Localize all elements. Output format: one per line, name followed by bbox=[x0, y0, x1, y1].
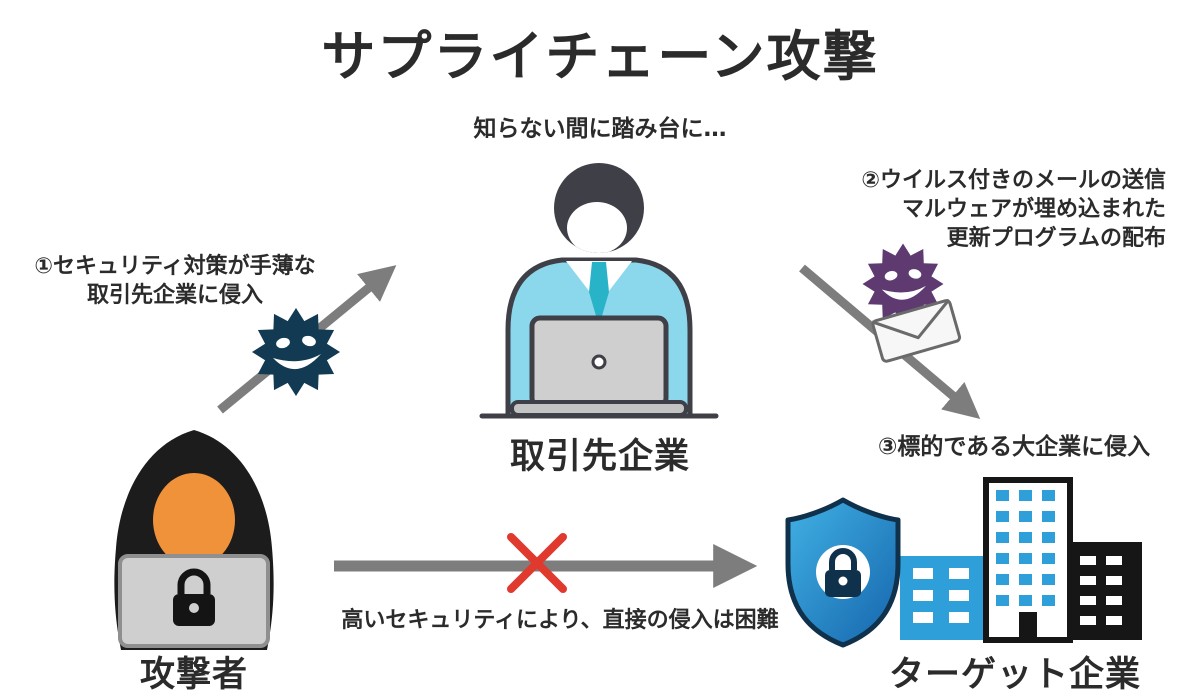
attacker-label: 攻撃者 bbox=[139, 655, 248, 695]
step2-line2: マルウェアが埋め込まれた bbox=[901, 197, 1166, 223]
diagram-title: サプライチェーン攻撃 bbox=[321, 25, 879, 88]
target-label: ターゲット企業 bbox=[888, 655, 1141, 695]
attacker-face bbox=[153, 473, 235, 567]
padlock-icon bbox=[173, 568, 215, 626]
step2-line1: ②ウイルス付きのメールの送信 bbox=[861, 168, 1166, 193]
attacker-laptop-icon bbox=[118, 554, 270, 648]
shield-icon bbox=[785, 497, 901, 648]
buildings-icon bbox=[900, 477, 1142, 643]
partner-label: 取引先企業 bbox=[509, 437, 690, 477]
step1-line2: 取引先企業に侵入 bbox=[86, 283, 263, 309]
shield-padlock-icon bbox=[816, 545, 870, 599]
laptop-icon bbox=[510, 315, 688, 417]
virus-icon-purple bbox=[862, 243, 944, 325]
step2-annotation: ②ウイルス付きのメールの送信 マルウェアが埋め込まれた 更新プログラムの配布 bbox=[790, 166, 1166, 253]
virus-icon-dark bbox=[252, 308, 340, 396]
blocked-cross-icon bbox=[507, 533, 567, 593]
blocked-annotation: 高いセキュリティにより、直接の侵入は困難 bbox=[341, 608, 779, 633]
partner-figure bbox=[479, 163, 719, 419]
step1-line1: ①セキュリティ対策が手薄な bbox=[34, 254, 316, 279]
attacker-figure bbox=[114, 430, 274, 650]
step1-annotation: ①セキュリティ対策が手薄な 取引先企業に侵入 bbox=[20, 252, 330, 310]
tie bbox=[589, 262, 609, 326]
step2-line3: 更新プログラムの配布 bbox=[946, 226, 1166, 252]
partner-caption: 知らない間に踏み台に… bbox=[473, 116, 727, 142]
envelope-icon bbox=[871, 298, 962, 363]
building-door bbox=[1019, 612, 1037, 640]
step3-annotation: ③標的である大企業に侵入 bbox=[877, 434, 1151, 460]
